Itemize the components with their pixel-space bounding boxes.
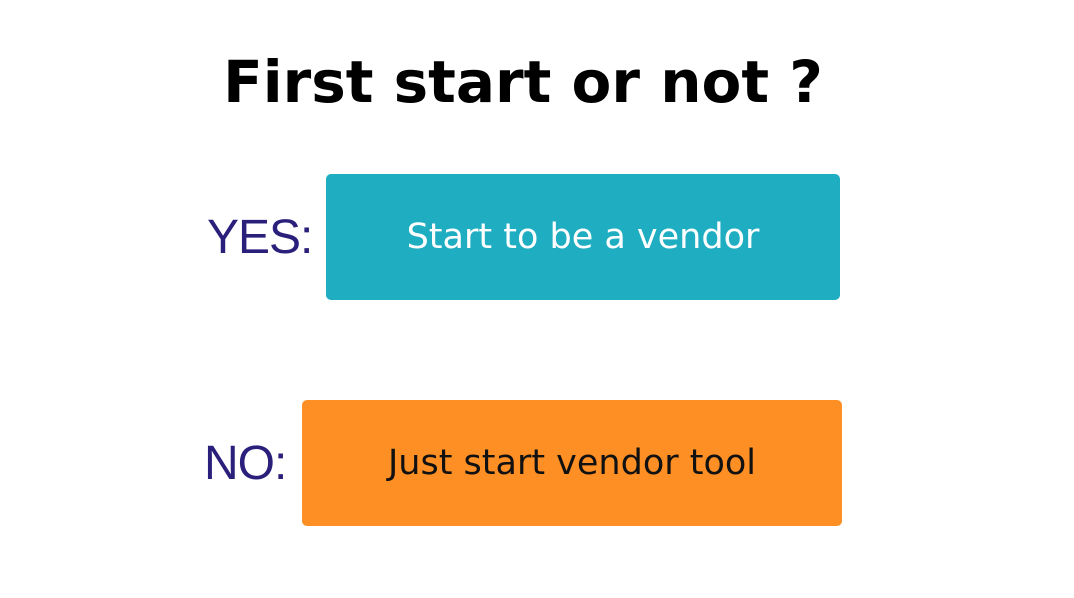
start-vendor-tool-button-label: Just start vendor tool (387, 443, 757, 483)
start-vendor-button[interactable]: Start to be a vendor (326, 174, 840, 300)
start-vendor-button-label: Start to be a vendor (406, 217, 760, 257)
no-label: NO: (204, 437, 287, 490)
page-title: First start or not ? (223, 48, 823, 116)
yes-label: YES: (207, 211, 313, 264)
start-vendor-tool-button[interactable]: Just start vendor tool (302, 400, 842, 526)
